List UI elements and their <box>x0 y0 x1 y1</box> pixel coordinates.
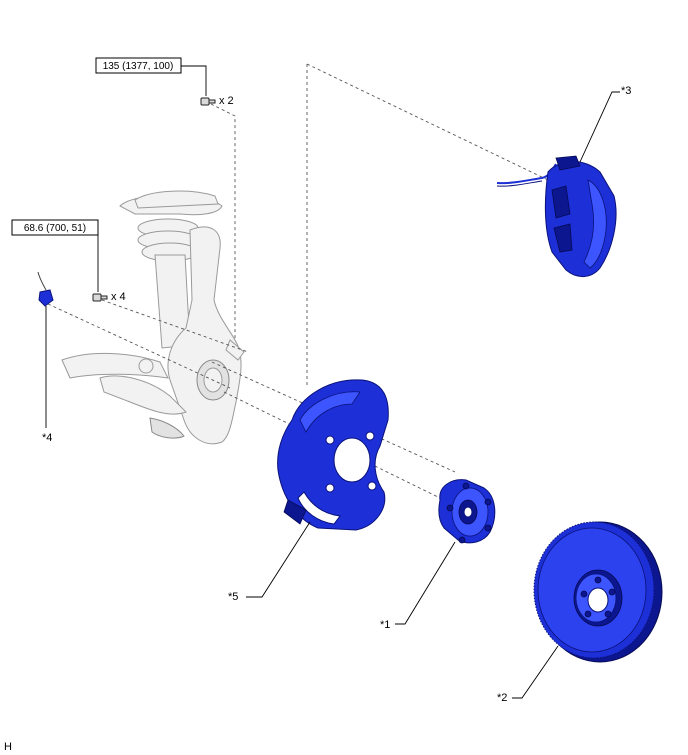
figure-corner-mark: H <box>4 741 12 753</box>
torque-spec-top: 135 (1377, 100) x 2 <box>95 57 234 107</box>
part-3-brake-caliper: *3 <box>496 85 631 277</box>
torque-spec-mid: 68.6 (700, 51) x 4 <box>11 219 126 303</box>
callout-1: *1 <box>380 619 390 631</box>
torque-value-top: 135 (1377, 100) <box>103 61 174 72</box>
torque-box-mid <box>11 219 99 236</box>
torque-value-mid: 68.6 (700, 51) <box>24 223 86 234</box>
callout-5: *5 <box>228 591 238 603</box>
assembly-guide-lines <box>47 63 549 499</box>
callout-4: *4 <box>42 432 52 444</box>
quantity-top: x 2 <box>219 95 234 107</box>
part-2-disc-rotor: *2 <box>497 521 663 704</box>
torque-box-top <box>95 57 182 74</box>
suspension-assembly <box>61 190 245 445</box>
quantity-mid: x 4 <box>111 291 126 303</box>
part-1-axle-hub: *1 <box>380 479 496 631</box>
callout-2: *2 <box>497 692 507 704</box>
bolt-icon <box>92 293 108 302</box>
callout-3: *3 <box>621 85 631 97</box>
part-4-sensor-clip: *4 <box>37 271 54 444</box>
bolt-icon <box>200 97 216 106</box>
part-5-dust-cover: *5 <box>228 379 389 603</box>
